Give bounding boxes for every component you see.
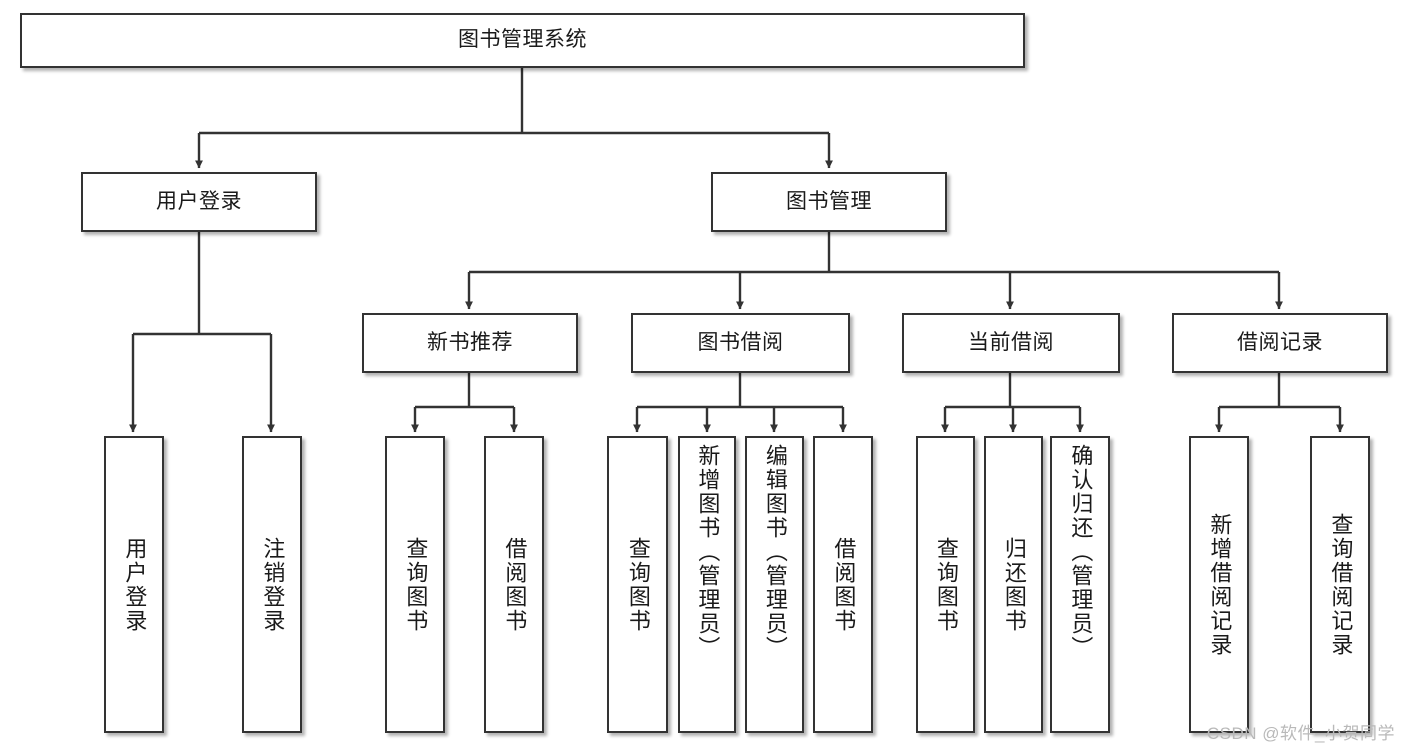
node-leaf-borrow-book-rec-label: 借阅图书 [502, 536, 528, 633]
node-root[interactable]: 图书管理系统 [20, 13, 1025, 68]
node-leaf-borrow-book-rec[interactable]: 借阅图书 [484, 436, 544, 733]
node-leaf-return-book[interactable]: 归还图书 [984, 436, 1043, 733]
node-leaf-query-book-borrow-label: 查询图书 [625, 536, 651, 633]
node-leaf-return-book-label: 归还图书 [1001, 536, 1027, 633]
node-leaf-edit-book-admin-label: 编辑图书（管理员） [762, 444, 788, 660]
node-leaf-confirm-return-admin-label: 确认归还（管理员） [1068, 444, 1094, 660]
node-book-management[interactable]: 图书管理 [711, 172, 947, 232]
node-leaf-add-book-admin-label: 新增图书（管理员） [695, 444, 721, 660]
node-leaf-user-login[interactable]: 用户登录 [104, 436, 164, 733]
node-book-borrow-label: 图书借阅 [697, 330, 784, 354]
node-user-login[interactable]: 用户登录 [81, 172, 317, 232]
csdn-watermark: CSDN @软件_小贺同学 [1206, 724, 1395, 743]
node-leaf-user-login-label: 用户登录 [122, 536, 148, 633]
node-current-borrow-label: 当前借阅 [968, 330, 1054, 354]
node-leaf-query-book-current-label: 查询图书 [933, 536, 959, 633]
node-leaf-query-book-borrow[interactable]: 查询图书 [607, 436, 668, 733]
node-leaf-confirm-return-admin[interactable]: 确认归还（管理员） [1050, 436, 1110, 733]
node-leaf-query-book-rec[interactable]: 查询图书 [385, 436, 445, 733]
node-book-management-label: 图书管理 [786, 189, 872, 213]
node-leaf-edit-book-admin[interactable]: 编辑图书（管理员） [745, 436, 804, 733]
node-leaf-logout-login-label: 注销登录 [260, 536, 286, 633]
node-leaf-logout-login[interactable]: 注销登录 [242, 436, 302, 733]
node-leaf-add-borrow-record[interactable]: 新增借阅记录 [1189, 436, 1249, 733]
node-leaf-add-borrow-record-label: 新增借阅记录 [1207, 512, 1233, 657]
node-user-login-label: 用户登录 [156, 189, 242, 213]
node-leaf-add-book-admin[interactable]: 新增图书（管理员） [678, 436, 736, 733]
node-leaf-query-book-current[interactable]: 查询图书 [916, 436, 975, 733]
node-current-borrow[interactable]: 当前借阅 [902, 313, 1120, 373]
node-new-book-recommend-label: 新书推荐 [427, 330, 513, 354]
node-leaf-query-borrow-record[interactable]: 查询借阅记录 [1310, 436, 1370, 733]
node-leaf-query-book-rec-label: 查询图书 [403, 536, 429, 633]
node-leaf-borrow-book[interactable]: 借阅图书 [813, 436, 873, 733]
node-book-borrow[interactable]: 图书借阅 [631, 313, 850, 373]
node-new-book-recommend[interactable]: 新书推荐 [362, 313, 578, 373]
node-borrow-records[interactable]: 借阅记录 [1172, 313, 1388, 373]
node-root-label: 图书管理系统 [458, 28, 587, 52]
node-leaf-query-borrow-record-label: 查询借阅记录 [1328, 512, 1354, 657]
node-leaf-borrow-book-label: 借阅图书 [831, 536, 857, 633]
node-borrow-records-label: 借阅记录 [1237, 330, 1323, 354]
